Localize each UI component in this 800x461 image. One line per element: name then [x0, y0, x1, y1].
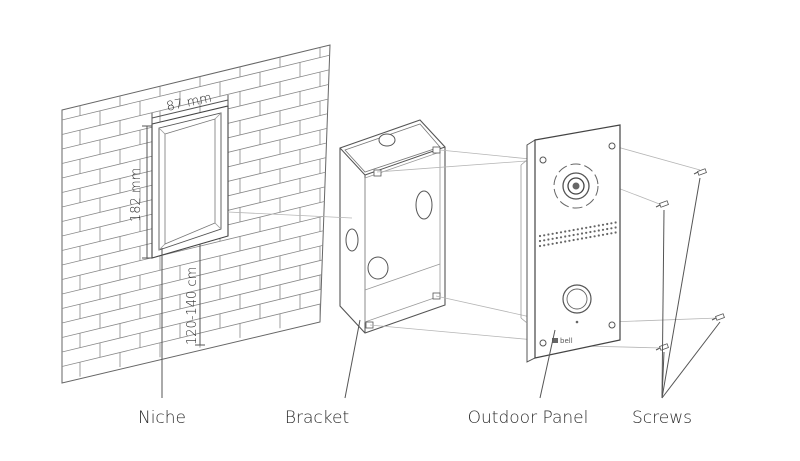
brand-logo: bell: [552, 337, 573, 345]
speaker-grille: [538, 221, 617, 248]
height-label: 182 mm: [129, 168, 144, 222]
screw-icon: [655, 343, 669, 351]
bracket-caption: Bracket: [285, 408, 349, 428]
brand-logo-text: bell: [560, 337, 573, 345]
call-button-icon: [562, 284, 592, 314]
height-dimension: 182 mm: [129, 125, 152, 259]
outdoor-panel-caption: Outdoor Panel: [468, 408, 589, 428]
screw-icon: [655, 200, 669, 208]
niche-caption: Niche: [138, 408, 186, 428]
camera-icon: [553, 163, 599, 209]
screw-icon: [693, 168, 707, 176]
outdoor-panel: bell: [520, 124, 621, 363]
leader-lines: [161, 177, 721, 399]
screw-icon: [711, 313, 725, 321]
mount-height-label: 120-140 cm: [185, 267, 200, 345]
screws: [655, 168, 725, 351]
bracket: [339, 119, 446, 334]
screws-caption: Screws: [632, 408, 692, 428]
niche-cutout: [151, 105, 229, 259]
mount-height-dimension: 120-140 cm: [185, 244, 205, 346]
